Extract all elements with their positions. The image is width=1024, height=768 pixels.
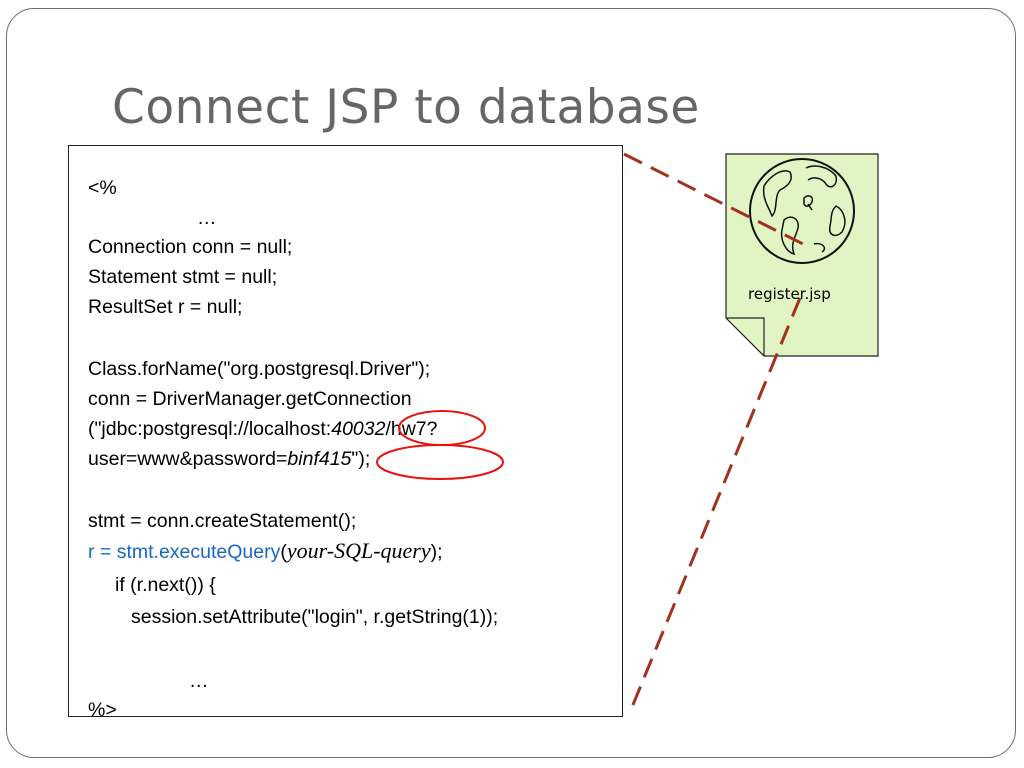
- execute-query-call: r = stmt.executeQuery: [88, 541, 281, 563]
- code-box: <% … Connection conn = null; Statement s…: [68, 145, 623, 717]
- ellipsis-top: …: [197, 207, 217, 229]
- jsp-open-tag: <%: [88, 177, 117, 199]
- credentials-line: user=www&password=binf415");: [88, 448, 370, 470]
- slide-title: Connect JSP to database: [112, 80, 700, 135]
- jsp-close-tag: %>: [88, 699, 117, 717]
- sql-placeholder: your-SQL-query: [286, 538, 431, 563]
- execute-query-line: r = stmt.executeQuery(your-SQL-query);: [88, 538, 443, 564]
- get-connection-line: conn = DriverManager.getConnection: [88, 388, 412, 410]
- jdbc-url-prefix: ("jdbc:postgresql://localhost:: [88, 418, 332, 440]
- set-attribute-line: session.setAttribute("login", r.getStrin…: [131, 606, 499, 628]
- declaration-resultset: ResultSet r = null;: [88, 296, 243, 318]
- if-next-line: if (r.next()) {: [115, 574, 216, 596]
- password-value: binf415: [287, 448, 352, 470]
- credentials-prefix: user=www&password=: [88, 448, 288, 470]
- ellipsis-bottom: …: [189, 670, 209, 692]
- execute-paren-open: (: [280, 541, 287, 563]
- jdbc-url-suffix: /hw7?: [385, 418, 438, 440]
- create-statement-line: stmt = conn.createStatement();: [88, 510, 357, 532]
- port-value: 40032: [331, 418, 386, 440]
- declaration-connection: Connection conn = null;: [88, 236, 293, 258]
- class-forname-line: Class.forName("org.postgresql.Driver");: [88, 358, 431, 380]
- file-name-label: register.jsp: [748, 285, 831, 303]
- execute-paren-close: );: [430, 541, 443, 563]
- declaration-statement: Statement stmt = null;: [88, 266, 278, 288]
- credentials-suffix: ");: [351, 448, 371, 470]
- jdbc-url-line: ("jdbc:postgresql://localhost:40032/hw7?: [88, 418, 438, 440]
